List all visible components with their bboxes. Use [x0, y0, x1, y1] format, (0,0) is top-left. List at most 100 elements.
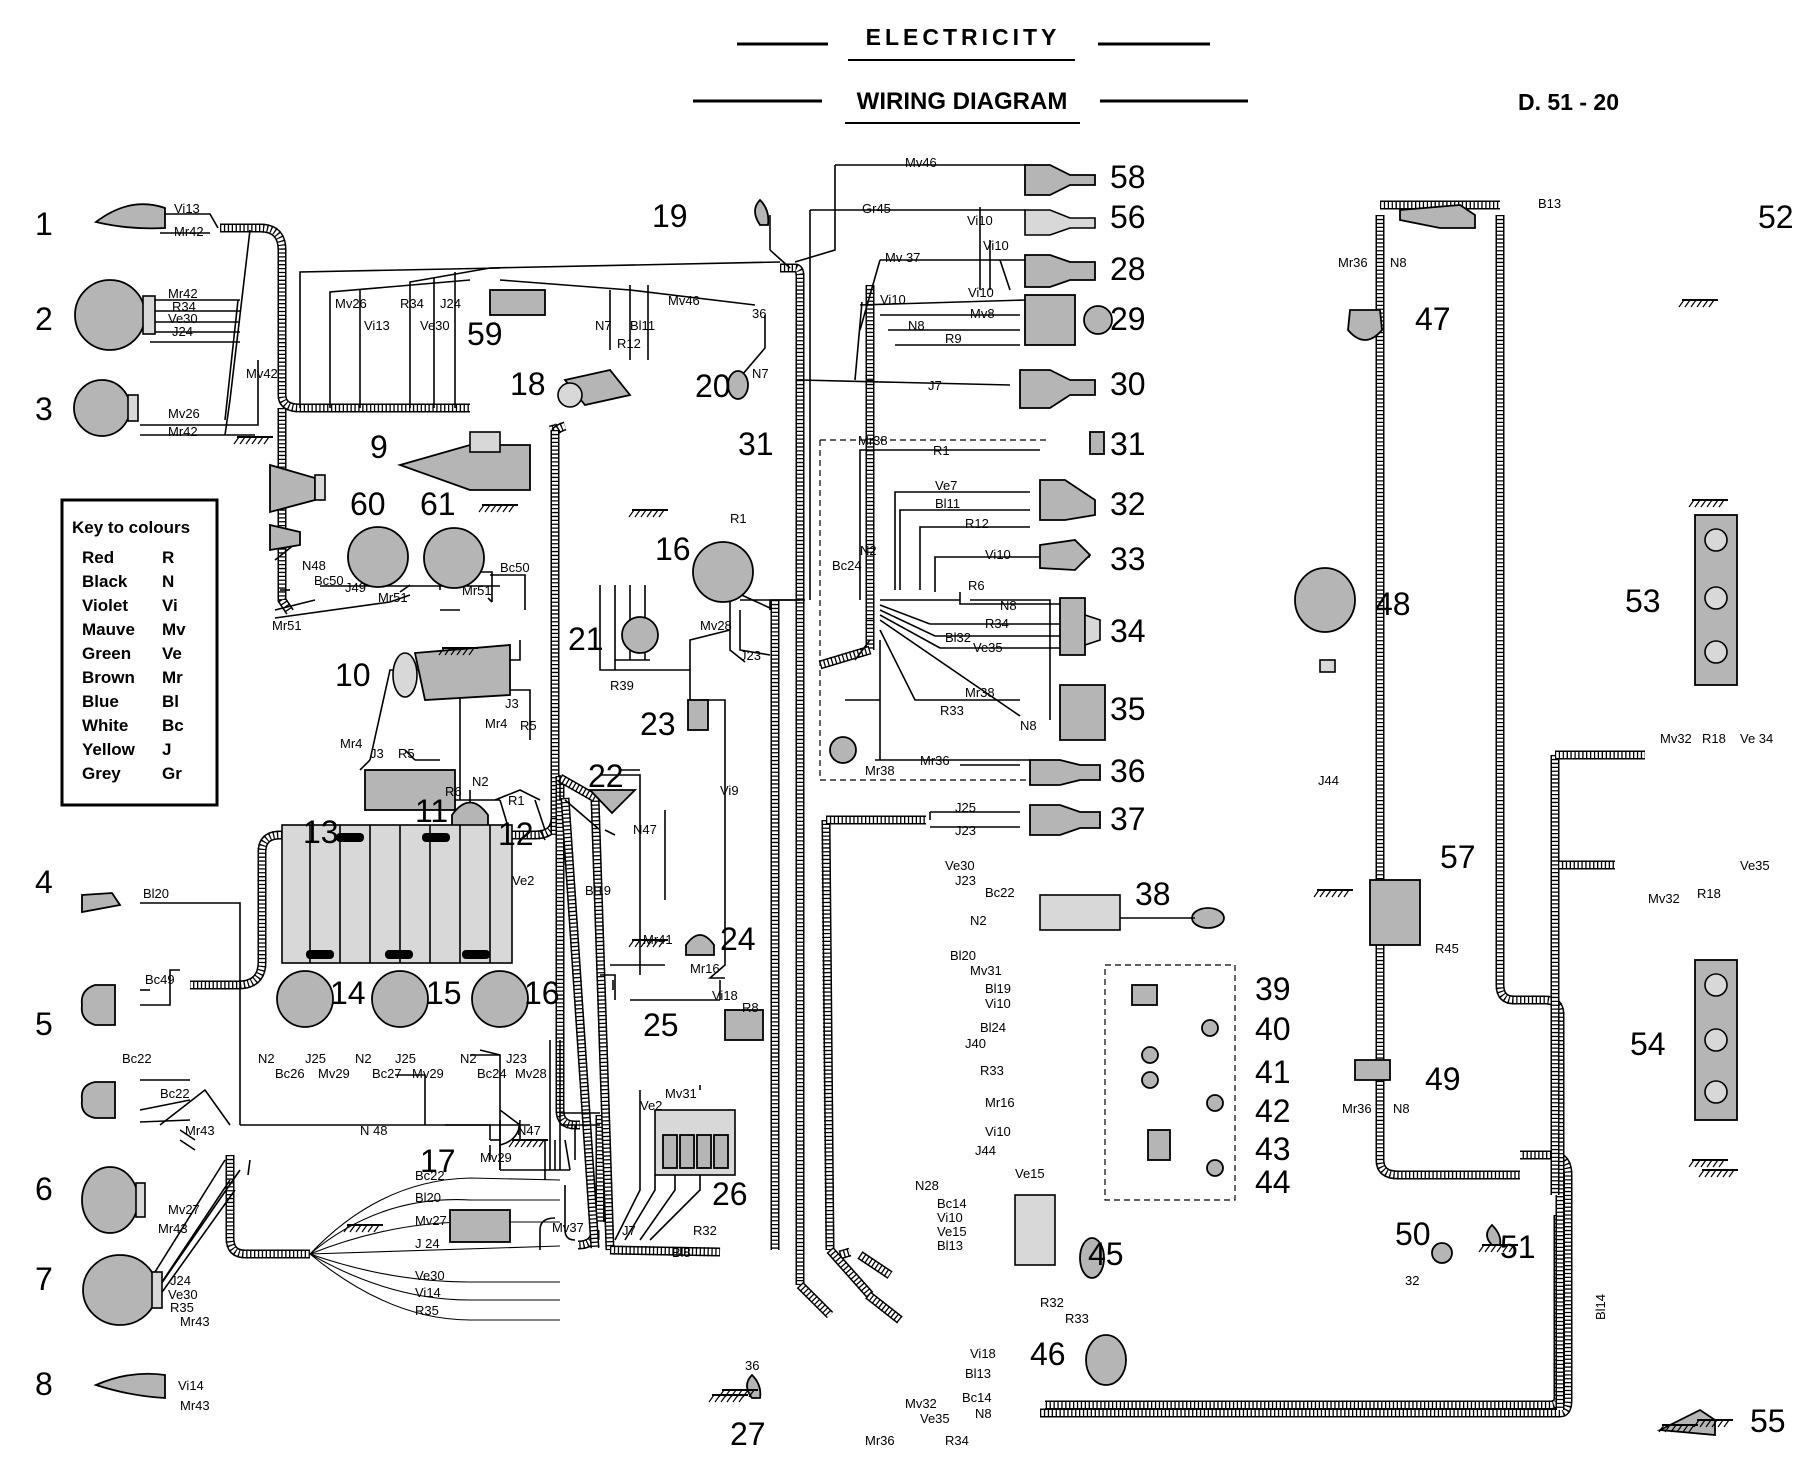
- wire-label: Mr38: [965, 685, 995, 700]
- switch-52: [1399, 204, 1476, 229]
- gauge-39: [1131, 984, 1158, 1006]
- rear-lamp-7: [82, 1254, 158, 1326]
- ignition-switch: [1024, 294, 1076, 346]
- wire-label: Mr42: [168, 286, 198, 301]
- wire-label: J44: [975, 1143, 996, 1158]
- wire-label: Mv27: [415, 1213, 447, 1228]
- wire-label: Ve30: [945, 858, 975, 873]
- wire-label: Mv32: [1648, 891, 1680, 906]
- label-component-37: 37: [1110, 801, 1146, 837]
- wire-label: Ve7: [935, 478, 957, 493]
- colour-key-code: Ve: [162, 644, 182, 663]
- colour-key-code: Bc: [162, 716, 184, 735]
- wire-label: J44: [1318, 773, 1339, 788]
- plug-36: [1029, 759, 1101, 786]
- wire-label: Vi10: [985, 547, 1011, 562]
- label-component-4: 4: [35, 864, 53, 900]
- wire-label: Mr42: [174, 224, 204, 239]
- wire-labels: Vi13 Mr42 Mr42 R34 Ve30 J24 Mv42 Mv26 Mr…: [122, 155, 1773, 1448]
- label-component-24: 24: [720, 921, 756, 957]
- wire-label: Vi9: [720, 783, 739, 798]
- wire-label: R32: [1040, 1295, 1064, 1310]
- wire-label: R5: [520, 718, 537, 733]
- wire-label: N 48: [360, 1123, 387, 1138]
- wire-label: Mr51: [462, 583, 492, 598]
- switch-33: [1039, 539, 1092, 571]
- label-component-49: 49: [1425, 1061, 1461, 1097]
- wire-label: Ve15: [1015, 1166, 1045, 1181]
- label-component-50: 50: [1395, 1216, 1431, 1252]
- wire-label: Mr43: [180, 1398, 210, 1413]
- wire-label: R18: [1697, 886, 1721, 901]
- wire-label: Mr43: [185, 1123, 215, 1138]
- label-component-31-left: 31: [738, 426, 774, 462]
- lamp-47: [1347, 309, 1383, 341]
- label-component-12: 12: [498, 816, 534, 852]
- wire-label: N2: [460, 1051, 477, 1066]
- label-component-30: 30: [1110, 366, 1146, 402]
- wire-label: Vi14: [178, 1378, 204, 1393]
- label-component-38: 38: [1135, 876, 1171, 912]
- wire-label: Mr41: [643, 932, 673, 947]
- wire-label: Mr4: [485, 716, 507, 731]
- wire-label: Bc14: [962, 1390, 992, 1405]
- wire-label: N8: [1390, 255, 1407, 270]
- wire-label: N47: [633, 822, 657, 837]
- wire-label: Bl8: [672, 1245, 691, 1260]
- wire-label: N2: [860, 543, 877, 558]
- wire-label: N2: [355, 1051, 372, 1066]
- instrument-panel-box: [1104, 964, 1236, 1201]
- colour-key-code: Mr: [162, 668, 183, 687]
- bulb-19: [754, 198, 770, 226]
- label-component-34: 34: [1110, 613, 1146, 649]
- wire-label: Bl13: [937, 1238, 963, 1253]
- wire-label: Bl20: [415, 1190, 441, 1205]
- connector-60: [347, 526, 409, 588]
- wire-label: Bl13: [965, 1366, 991, 1381]
- wire-label: Mv8: [970, 306, 995, 321]
- wire-label: N8: [908, 318, 925, 333]
- label-component-29: 29: [1110, 301, 1146, 337]
- colour-key-name: Blue: [82, 692, 119, 711]
- label-component-45: 45: [1088, 1236, 1124, 1272]
- wire-label: Mv31: [970, 963, 1002, 978]
- wire-label: Bl20: [950, 948, 976, 963]
- wire-label: Mr38: [865, 763, 895, 778]
- wire-label: R39: [610, 678, 634, 693]
- interior-lamp: [587, 789, 638, 815]
- wire-label: N28: [915, 1178, 939, 1193]
- wire-label: Mr43: [180, 1314, 210, 1329]
- wire-label: J24: [440, 296, 461, 311]
- horn-lower: [269, 523, 301, 552]
- switch-45: [1014, 1194, 1056, 1266]
- wire-label: R8: [742, 1000, 759, 1015]
- label-component-16-lower: 16: [524, 975, 560, 1011]
- colour-key-name: Green: [82, 644, 131, 663]
- label-component-21: 21: [568, 621, 604, 657]
- wire-label: Mr51: [378, 590, 408, 605]
- wire-label: Vi10: [967, 213, 993, 228]
- wire-label: R33: [940, 703, 964, 718]
- wire-label: Vi14: [415, 1285, 441, 1300]
- wire-label: Mr4: [340, 736, 362, 751]
- label-component-39: 39: [1255, 971, 1291, 1007]
- lamp-44: [1206, 1159, 1224, 1177]
- wire-label: J25: [955, 800, 976, 815]
- label-component-19: 19: [652, 198, 688, 234]
- label-component-58: 58: [1110, 159, 1146, 195]
- label-component-61: 61: [420, 486, 456, 522]
- switch-20: [727, 370, 749, 400]
- wire-label: Vi10: [880, 292, 906, 307]
- wire-label: 32: [1405, 1273, 1419, 1288]
- label-component-16-upper: 16: [655, 531, 691, 567]
- wire-label: Mv46: [905, 155, 937, 170]
- label-component-1: 1: [35, 206, 53, 242]
- colour-key-name: Brown: [82, 668, 135, 687]
- wire-label: Ve35: [1740, 858, 1770, 873]
- label-component-17: 17: [420, 1143, 456, 1179]
- wire-label: Bc22: [985, 885, 1015, 900]
- label-component-41: 41: [1255, 1054, 1291, 1090]
- colour-key-code: Vi: [162, 596, 178, 615]
- label-component-59: 59: [467, 316, 503, 352]
- wire-label: J23: [506, 1051, 527, 1066]
